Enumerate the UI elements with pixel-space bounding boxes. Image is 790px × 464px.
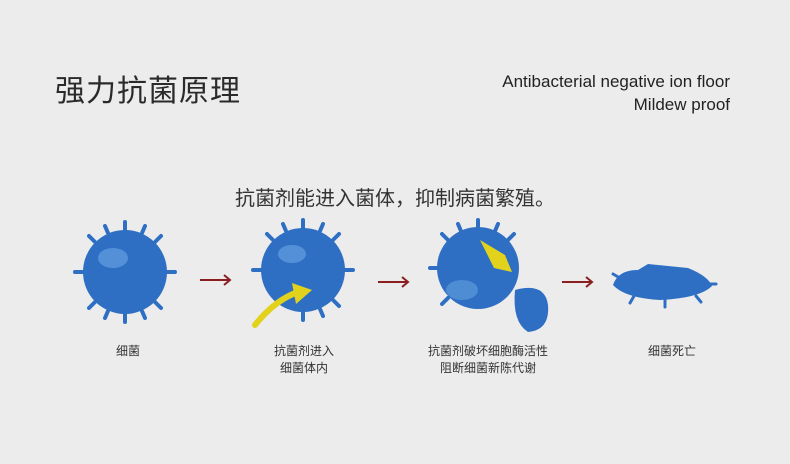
stage-label-line-1: 抗菌剂破坏细胞酶活性: [427, 344, 548, 358]
stage-label-line-1: 抗菌剂进入: [273, 344, 334, 358]
dead-bacterium-spikes: [611, 272, 718, 309]
stage-label-agent-enters: 抗菌剂进入 细菌体内: [214, 343, 394, 377]
bacterium-intact-illustration: [73, 220, 177, 324]
bacterium-body: [83, 230, 167, 314]
subtitle-line-1: Antibacterial negative ion floor: [502, 72, 730, 91]
english-subtitle: Antibacterial negative ion floor Mildew …: [502, 70, 730, 116]
stage-label-enzyme-disruption: 抗菌剂破坏细胞酶活性 阻断细菌新陈代谢: [398, 343, 578, 377]
leaking-cytoplasm: [514, 287, 549, 332]
bacterium-body: [261, 228, 345, 312]
antibacterial-agent-arrow-icon: [292, 283, 312, 304]
stage-label-line-2: 细菌体内: [279, 361, 328, 375]
stage-label-line-1: 细菌死亡: [647, 344, 696, 358]
stage-label-bacteria-death: 细菌死亡: [582, 343, 762, 360]
bacterium-nucleus: [278, 245, 306, 263]
process-description: 抗菌剂能进入菌体，抑制病菌繁殖。: [235, 186, 555, 210]
arrow-icon: [200, 274, 232, 286]
arrow-icon: [378, 276, 410, 288]
bacterium-damaged-illustration: [428, 218, 516, 306]
dead-bacterium-illustration: [613, 264, 712, 300]
page-title: 强力抗菌原理: [55, 74, 241, 109]
bacterium-infected-illustration: [251, 218, 355, 322]
bacterium-nucleus: [446, 280, 478, 300]
antibacterial-agent-arrow-icon: [480, 240, 512, 272]
bacterium-nucleus: [98, 248, 128, 268]
stage-label-line-1: 细菌: [115, 344, 140, 358]
stage-label-line-2: 阻断细菌新陈代谢: [439, 361, 536, 375]
stage-label-bacteria: 细菌: [38, 343, 218, 360]
arrow-icon: [562, 276, 594, 288]
subtitle-line-2: Mildew proof: [633, 95, 730, 114]
